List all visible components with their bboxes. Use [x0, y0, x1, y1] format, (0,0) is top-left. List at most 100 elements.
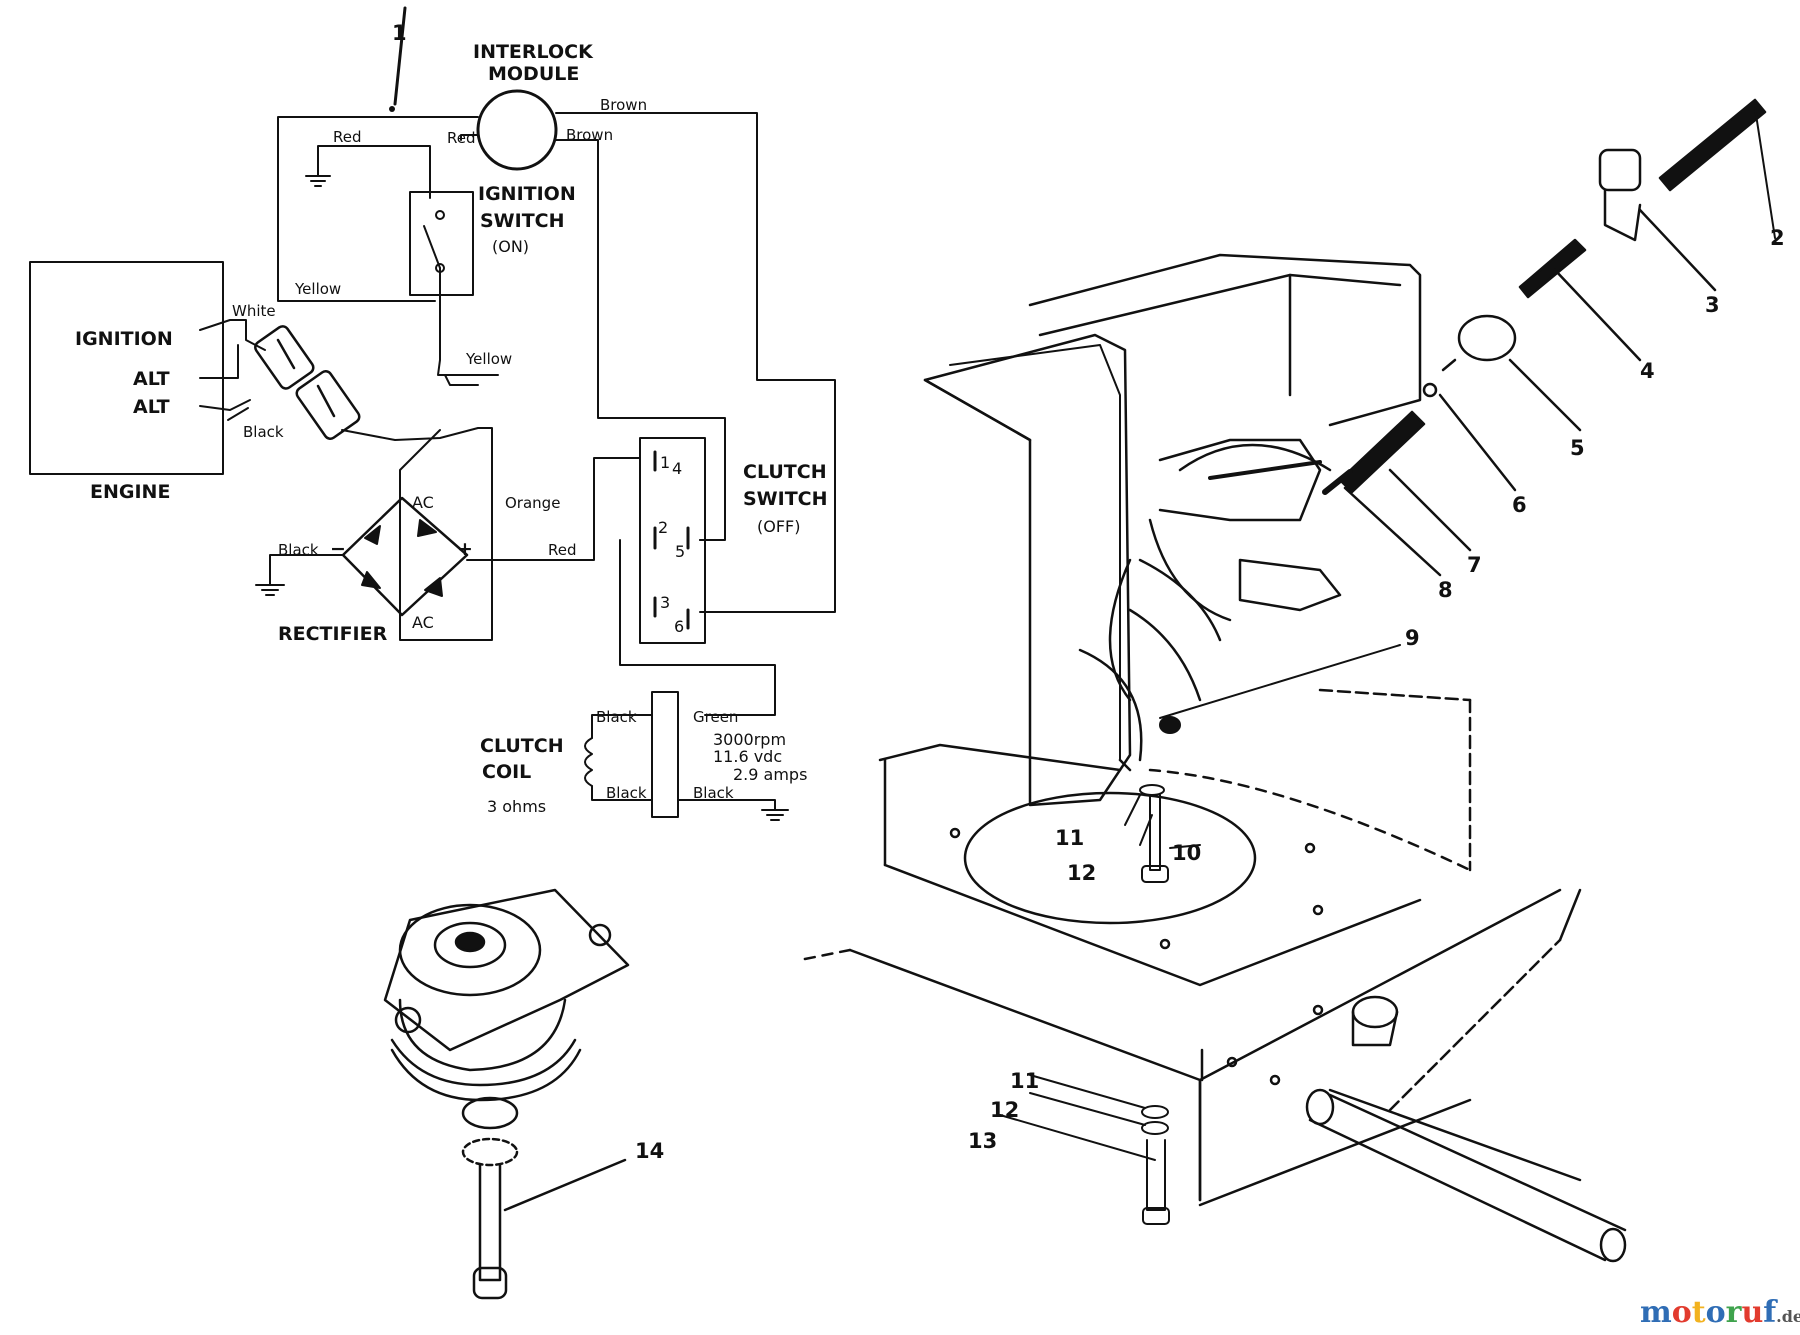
svg-text:motoruf.de: motoruf.de	[1640, 1295, 1800, 1330]
fuel-filter-5	[1457, 314, 1517, 362]
clutch-coil-label-2: COIL	[482, 761, 531, 783]
wm-letter-2: o	[1672, 1295, 1692, 1330]
fuel-hose-7	[1338, 410, 1426, 494]
switch-pin-1: 1	[660, 453, 670, 472]
clutch-switch-label-3: (OFF)	[757, 517, 800, 536]
callout-4: 4	[1640, 359, 1655, 383]
switch-pin-4: 4	[672, 459, 682, 478]
brown-inner-wire	[555, 139, 726, 541]
wire-label-orange: Orange	[505, 494, 560, 512]
green-wire	[619, 539, 776, 716]
mower-deck	[798, 688, 1627, 1263]
brown-outer-wire	[555, 112, 836, 613]
wm-letter-4: o	[1706, 1295, 1726, 1330]
callout-13: 13	[968, 1129, 997, 1153]
callout-12-lower: 12	[990, 1098, 1019, 1122]
callout-11-lower: 11	[1010, 1069, 1039, 1093]
coil-spec-volts: 11.6 vdc	[713, 747, 782, 766]
clutch-coil-symbol	[651, 691, 679, 818]
rectifier-plus: +	[457, 538, 473, 560]
wire-label-black-coil-bottom: Black	[606, 784, 647, 802]
rectifier-ac-top: AC	[412, 493, 434, 512]
engine-label: ENGINE	[90, 481, 170, 503]
clutch-coil-label-1: CLUTCH	[480, 735, 564, 757]
wire-connector	[254, 325, 361, 440]
callout-2: 2	[1770, 226, 1785, 250]
fuel-line-parts	[1322, 98, 1776, 577]
callout-12-upper: 12	[1067, 861, 1096, 885]
ignition-switch-label-2: SWITCH	[480, 210, 565, 232]
hardware-leaders	[999, 644, 1401, 1225]
ignition-switch-label-3: (ON)	[492, 237, 529, 256]
interlock-module-symbol	[476, 89, 558, 171]
wire-label-white: White	[232, 302, 276, 320]
rectifier-ac-bottom: AC	[412, 613, 434, 632]
coil-spec-rpm: 3000rpm	[713, 730, 786, 749]
engine-terminal-alt-1: ALT	[133, 368, 170, 390]
white-wire	[199, 319, 266, 351]
wire-label-brown-top: Brown	[600, 96, 647, 114]
wm-letter-1: m	[1640, 1295, 1672, 1330]
switch-pin-3: 3	[660, 593, 670, 612]
interlock-module-label-1: INTERLOCK	[473, 41, 594, 63]
callout-8: 8	[1438, 578, 1453, 602]
ignition-switch-label-1: IGNITION	[478, 183, 576, 205]
wire-label-black-coil-top: Black	[596, 708, 637, 726]
callout-1-leader	[393, 6, 407, 106]
callout-11-upper: 11	[1055, 826, 1084, 850]
shutoff-valve-3	[1598, 148, 1642, 192]
electric-clutch	[383, 888, 630, 1300]
wiring-schematic	[29, 6, 836, 821]
clutch-switch-label-1: CLUTCH	[743, 461, 827, 483]
wm-letter-3: t	[1692, 1295, 1706, 1330]
fuel-hose-4	[1518, 238, 1587, 299]
black-engine-wire	[199, 399, 251, 411]
fuel-hose-2	[1658, 98, 1767, 192]
coil-spec-amps: 2.9 amps	[733, 765, 807, 784]
wm-letter-7: f	[1763, 1295, 1778, 1330]
callout-3: 3	[1705, 293, 1720, 317]
wire-label-black-rectifier: Black	[278, 541, 319, 559]
engine-assembly	[923, 253, 1422, 807]
wm-letter-6: u	[1741, 1295, 1763, 1330]
wire-label-black-coil-right: Black	[693, 784, 734, 802]
red-ground-wire	[317, 145, 431, 199]
callout-6: 6	[1512, 493, 1527, 517]
ignition-switch-symbol	[409, 191, 474, 296]
yellow-wire	[437, 267, 499, 376]
wire-label-black-engine: Black	[243, 423, 284, 441]
engine-terminal-alt-2: ALT	[133, 396, 170, 418]
rectifier-bridge	[341, 496, 469, 617]
engine-terminal-ignition: IGNITION	[75, 328, 173, 350]
wire-label-red-right: Red	[447, 129, 476, 147]
fitting-8	[1322, 469, 1353, 495]
callout-9: 9	[1405, 626, 1420, 650]
engine-block	[29, 261, 224, 475]
wire-label-red-rectifier: Red	[548, 541, 577, 559]
watermark-logo: motoruf.de	[1640, 1295, 1800, 1330]
yellow-loop-wire	[277, 116, 479, 302]
wm-letter-5: r	[1726, 1295, 1743, 1330]
wire-label-yellow-left: Yellow	[294, 280, 341, 298]
callout-14: 14	[635, 1139, 664, 1163]
callout-5: 5	[1570, 436, 1585, 460]
rectifier-minus: −	[330, 538, 346, 560]
callout-1: 1	[392, 21, 407, 45]
wire-label-red-left: Red	[333, 128, 362, 146]
switch-pin-6: 6	[674, 617, 684, 636]
rectifier-label: RECTIFIER	[278, 623, 388, 645]
hose-clamp-6	[1422, 382, 1438, 398]
wire-label-green: Green	[693, 708, 738, 726]
callout-10: 10	[1172, 841, 1201, 865]
switch-pin-2: 2	[658, 518, 668, 537]
interlock-module-label-2: MODULE	[488, 63, 579, 85]
red-rectifier-wire	[466, 457, 641, 561]
wire-label-brown-inner: Brown	[566, 126, 613, 144]
orange-wire	[341, 427, 493, 641]
clutch-coil-resistance: 3 ohms	[487, 797, 546, 816]
callout-7: 7	[1467, 553, 1482, 577]
wire-label-yellow-mid: Yellow	[465, 350, 512, 368]
clutch-switch-label-2: SWITCH	[743, 488, 828, 510]
